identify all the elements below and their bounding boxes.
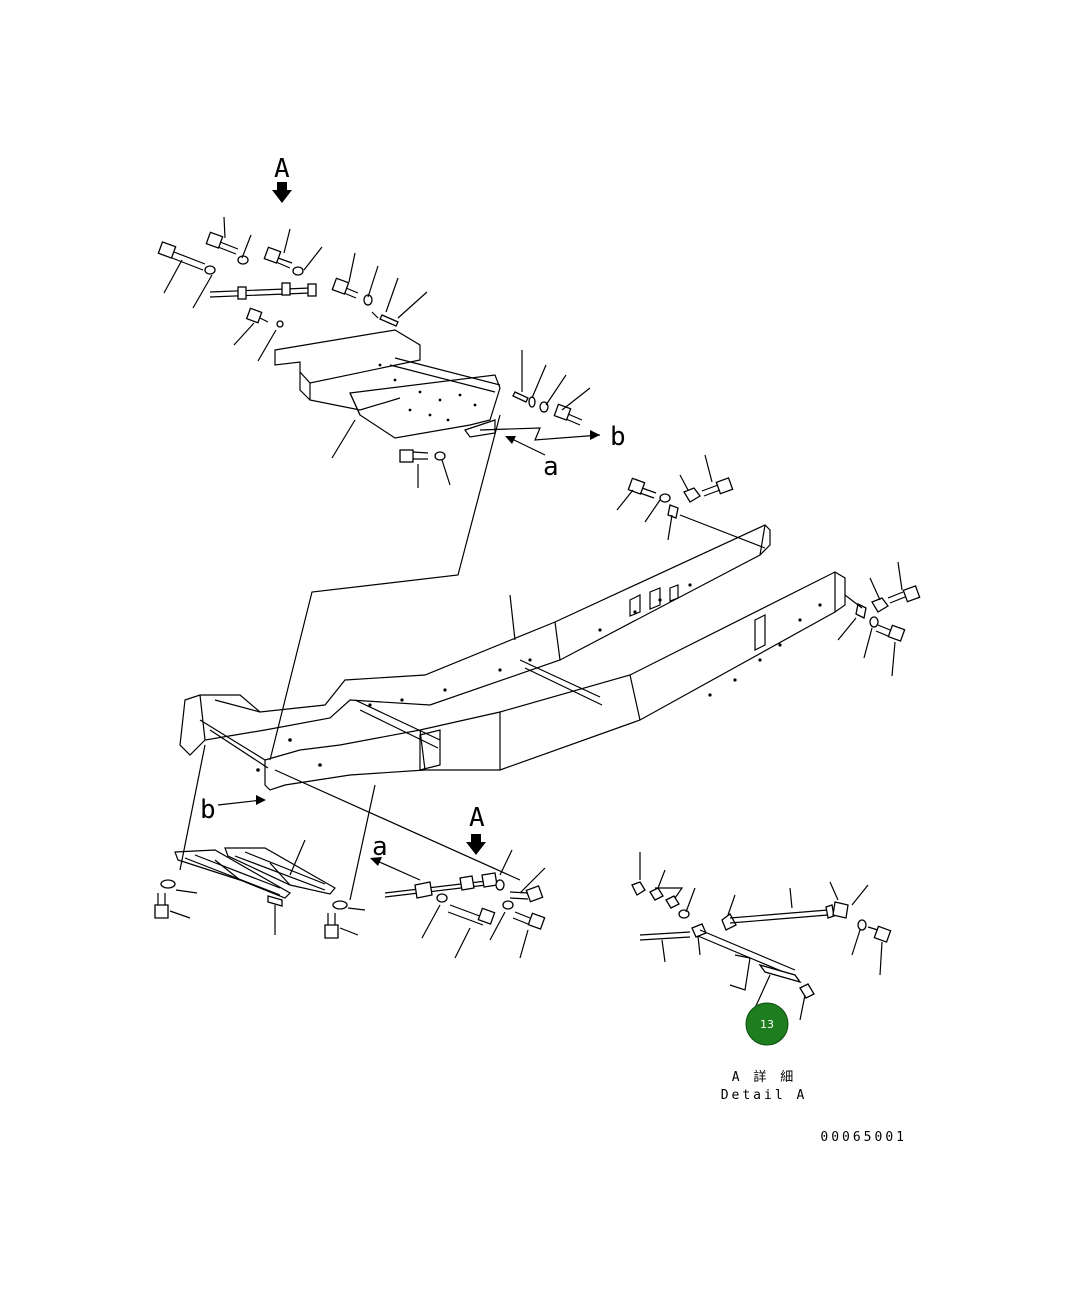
ref-label-b: b [610, 422, 626, 452]
lower-fastener-set: a [370, 832, 546, 959]
upper-bracket-assembly [274, 329, 501, 439]
detail-title-jp: A 詳 細 [732, 1069, 796, 1085]
down-arrow-icon [272, 182, 292, 203]
view-label-a-bottom: A [469, 803, 485, 833]
drawing-number: 00065001 [820, 1130, 907, 1145]
assembly-leader-line [269, 414, 501, 761]
ref-label-a-lower: a [372, 832, 388, 862]
callout-circle[interactable] [745, 1002, 789, 1046]
ref-label-b-lower: b [200, 795, 216, 825]
reference-b-lower: b [200, 795, 266, 825]
view-arrow-bottom: A [466, 803, 486, 855]
view-arrow-top: A [272, 154, 292, 203]
detail-title-en: Detail A [721, 1088, 808, 1103]
ref-label-a: a [543, 452, 559, 482]
main-frame [179, 524, 846, 901]
view-label-a-top: A [274, 154, 290, 184]
down-arrow-icon [466, 834, 486, 855]
upper-fastener-set [157, 216, 428, 459]
callout-number: 13 [760, 1018, 774, 1031]
callout-13[interactable]: 13 [745, 1002, 789, 1046]
lower-left-bracket [154, 839, 366, 939]
reference-b-upper: b a [479, 422, 626, 482]
detail-a-assembly [631, 852, 892, 1021]
frame-end-fasteners [616, 454, 921, 677]
upper-right-fastener-set [399, 350, 591, 488]
